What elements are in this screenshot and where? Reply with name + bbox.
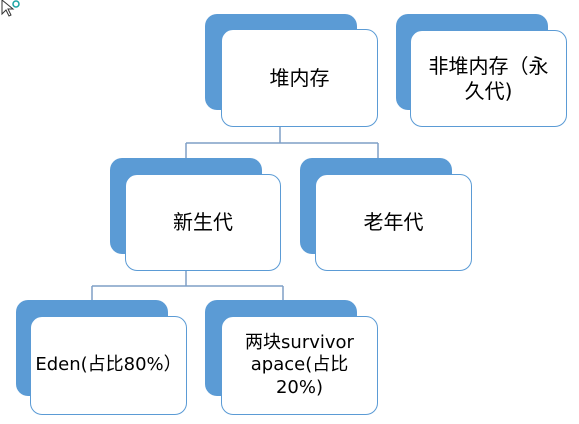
mouse-cursor-icon xyxy=(1,0,20,17)
survivor-node: 两块survivor apace(占比20%) xyxy=(221,316,378,415)
eden-node: Eden(占比80%） xyxy=(30,316,187,415)
young-gen-node: 新生代 xyxy=(125,174,281,271)
non-heap-node: 非堆内存（永久代) xyxy=(410,30,567,127)
heap-node: 堆内存 xyxy=(221,29,378,127)
eden-node-label: Eden(占比80%） xyxy=(35,354,182,376)
young-gen-node-label: 新生代 xyxy=(173,210,233,234)
old-gen-node: 老年代 xyxy=(315,174,472,271)
survivor-node-label: 两块survivor apace(占比20%) xyxy=(245,331,354,398)
non-heap-node-label: 非堆内存（永久代) xyxy=(428,53,549,103)
heap-node-label: 堆内存 xyxy=(269,65,330,90)
old-gen-node-label: 老年代 xyxy=(363,210,424,234)
